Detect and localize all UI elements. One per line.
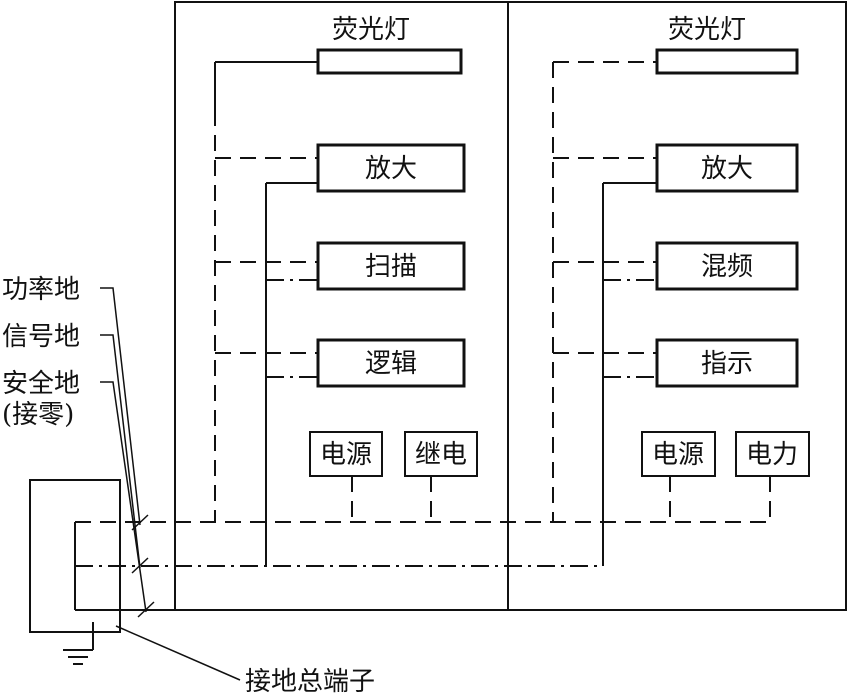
bottom-box-left-1	[309, 431, 383, 477]
module-box-right-1	[655, 143, 799, 193]
module-box-left-3	[316, 338, 466, 388]
bottom-box-right-1	[641, 431, 716, 477]
module-label-right-2: 混频	[701, 252, 753, 282]
signal-ground-label: 信号地	[2, 322, 80, 352]
safety-ground-label: 安全地	[2, 369, 80, 399]
ground-terminal-box	[29, 479, 121, 633]
leader-lines	[100, 287, 241, 681]
bottom-label-right-1: 电源	[652, 440, 704, 470]
lamp-tube-left	[316, 48, 463, 75]
bottom-label-left-1: 电源	[320, 440, 372, 470]
cabinet-left	[174, 1, 509, 611]
module-box-right-3	[655, 338, 799, 388]
module-label-left-1: 放大	[365, 154, 417, 184]
module-box-left-1	[316, 143, 466, 193]
module-box-left-2	[316, 241, 466, 291]
bottom-box-right-2	[735, 431, 810, 477]
bottom-label-left-2: 继电	[415, 440, 467, 470]
cabinet-right	[507, 1, 847, 611]
module-box-right-2	[655, 241, 799, 291]
module-label-left-2: 扫描	[365, 252, 417, 282]
lamp-label-left: 荧光灯	[332, 15, 410, 45]
terminal-label: 接地总端子	[245, 667, 375, 695]
lamp-tube-right	[655, 48, 799, 75]
dashdot-wiring	[75, 279, 657, 567]
module-label-right-1: 放大	[701, 154, 753, 184]
lamp-label-right: 荧光灯	[668, 15, 746, 45]
module-label-left-3: 逻辑	[365, 349, 417, 379]
module-label-right-3: 指示	[701, 349, 753, 379]
safety-ground-note: (接零)	[2, 400, 74, 430]
bottom-label-right-2: 电力	[746, 440, 798, 470]
bottom-box-left-2	[404, 431, 478, 477]
dashed-wiring	[75, 61, 771, 523]
power-ground-label: 功率地	[2, 275, 80, 305]
